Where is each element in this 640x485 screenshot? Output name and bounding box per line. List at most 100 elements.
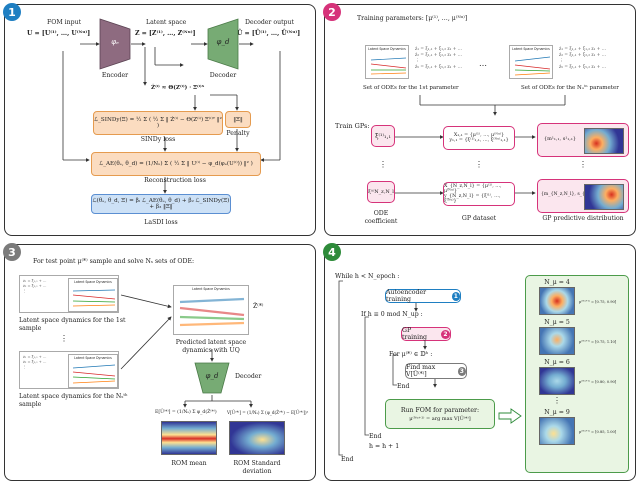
latent-space-label: Latent space <box>146 19 187 26</box>
phi-d-label: φ_d <box>216 38 230 46</box>
run-fom-text: Run FOM for parameter: <box>400 406 480 414</box>
sample-chart-first-title: Latent Space Dynamics <box>74 280 112 284</box>
ode-caption-last: Set of ODEs for the Nᵤᵗʰ parameter <box>521 85 619 91</box>
reconstruction-equation: ℒ_AE(θₑ, θ_d) = (1/Nᵤ) Σ ( ½ Σ ‖ U⁽ⁱ⁾ − … <box>99 161 253 167</box>
train-gps-label: Train GPs: <box>335 122 370 130</box>
gp-dataset-top: X₁,₁ = {μ⁽¹⁾, …, μ⁽ᴺᵘ⁾} y₁,₁ = {ξ⁽¹⁾₁,₁,… <box>443 126 515 150</box>
gp1-x: X₁,₁ = {μ⁽¹⁾, …, μ⁽ᴺᵘ⁾} <box>453 133 505 138</box>
sample-plot-first: ż₁ = ξ₁,₁ + …ż₂ = ξ₂,₁ + …⋮ Latent Space… <box>19 275 119 313</box>
badge-3: 3 <box>3 243 21 261</box>
z-definition: Z = [Z⁽¹⁾, …, Z⁽ᴺᵘ⁾] <box>135 30 196 37</box>
reconstruction-loss-box: ℒ_AE(θₑ, θ_d) = (1/Nᵤ) Σ ( ½ Σ ‖ U⁽ⁱ⁾ − … <box>91 152 261 176</box>
gp-training-box: GP training 2 <box>401 327 451 341</box>
result-mu-0: μ⁽ᴺᵘ⁺¹⁾ = [0.75, 0.90] <box>579 300 617 304</box>
decoder-output-label: Decoder output <box>245 19 294 26</box>
sindy-equation: ℒ_SINDy(Ξ) = ½ Σ ( ½ Σ ‖ Ż⁽ⁱ⁾ − Θ(Z⁽ⁱ⁾) … <box>94 117 222 129</box>
sample-chart-first: Latent Space Dynamics <box>68 278 118 312</box>
pred-vdots: ⋮ <box>579 160 587 169</box>
penalty-box: ‖Ξ‖ <box>225 111 251 128</box>
gp1-y: y₁,₁ = {ξ⁽¹⁾₁,₁, …, ξ⁽ᴺᵘ⁾₁,₁} <box>449 138 509 143</box>
result-n-1: N_μ = 5 <box>544 319 570 326</box>
badge-4: 4 <box>323 243 341 261</box>
gp-training-text: GP training <box>402 327 428 341</box>
coef-top-text: ξ⁽¹⁾₁,₁ <box>375 132 391 140</box>
ode-plot-last-title: Latent Space Dynamics <box>512 47 550 51</box>
ode-plot-first: Latent Space Dynamics <box>365 45 409 79</box>
if-line: If h ≡ 0 mod N_up : <box>361 311 423 318</box>
ode-eq-first: ż₁ = ξ₁,₁ + ξ₁,₂ z₁ + …ż₂ = ξ₂,₁ + ξ₂,₂ … <box>415 47 462 70</box>
result-n-0: N_μ = 4 <box>544 279 570 286</box>
decoder-label: Decoder <box>209 72 237 79</box>
pred-heatmap-top <box>584 128 624 154</box>
encoder-shape <box>99 18 131 70</box>
panel-2-gp-training: 2 Training parameters: [μ⁽¹⁾, …, μ⁽ᴺᵘ⁾] … <box>323 3 636 236</box>
gp-step-badge: 2 <box>441 329 450 339</box>
uhat-definition: Û = [Û⁽¹⁾, …, Û⁽ᴺᵘ⁾] <box>237 30 301 37</box>
end-while: End <box>341 456 354 463</box>
result-vdots: ⋮ <box>553 396 561 405</box>
fom-input-label: FOM input <box>47 19 82 26</box>
panel3-decoder-label: Decoder <box>235 373 262 380</box>
ode-ellipsis: … <box>479 59 487 68</box>
gp-pred-top: {m¹₁,₁, s¹₁,₁} <box>537 123 629 157</box>
end-inner: End <box>397 383 410 390</box>
rom-std-equation: V[Ũ⁽*⁾] = (1/Nₛ) Σ (φ_d(Ẑ⁽*⁾) − E[Ũ⁽*⁾])… <box>227 410 309 415</box>
sindy-loss-label: SINDy loss <box>140 136 176 143</box>
predicted-latent-plot: Latent Space Dynamics <box>173 285 249 335</box>
result-mu-2: μ⁽ᴺᵘ⁺¹⁾ = [0.80, 0.90] <box>579 380 617 384</box>
sample-eq-last: ż₁ = ξ₁,₁ + …ż₂ = ξ₂,₁ + …⋮ <box>23 355 47 369</box>
gp-dataset-label: GP dataset <box>461 215 497 222</box>
panel1-arrows <box>62 42 281 194</box>
result-plot-2 <box>539 367 575 395</box>
end-if: End <box>369 433 382 440</box>
lasdi-equation: ℒ(θₑ, θ_d, Ξ) = βₗ ℒ_AE(θₑ, θ_d) + β₂ ℒ_… <box>92 198 230 210</box>
sample-plot-last: ż₁ = ξ₁,₁ + …ż₂ = ξ₂,₁ + …⋮ Latent Space… <box>19 351 119 389</box>
result-plot-0 <box>539 287 575 315</box>
algorithm-brackets <box>338 280 522 456</box>
rom-std-plot <box>229 421 285 455</box>
h-update: h = h + 1 <box>369 443 400 450</box>
ae-training-text: Autoencoder training <box>386 289 427 303</box>
result-mu-3: μ⁽ᴺᵘ⁺¹⁾ = [0.85, 1.00] <box>579 430 617 434</box>
zdot-equation: Ż⁽ⁱ⁾ ≈ Θ(Z⁽ⁱ⁾) · Ξ⁽ⁱ⁾ᵀ <box>151 85 205 91</box>
coef-vdots: ⋮ <box>379 160 387 169</box>
predicted-latent-title: Latent Space Dynamics <box>192 287 230 291</box>
find-step-badge: 3 <box>457 366 466 376</box>
run-fom-box: Run FOM for parameter: μ⁽ᴺᵘ⁺¹⁾ = arg max… <box>385 399 495 429</box>
panel3-title: For test point μ⁽*⁾ sample and solve Nₛ … <box>33 258 195 265</box>
sindy-loss-box: ℒ_SINDy(Ξ) = ½ Σ ( ½ Σ ‖ Ż⁽ⁱ⁾ − Θ(Z⁽ⁱ⁾) … <box>93 111 223 135</box>
panel3-phi-d: φ_d <box>205 372 219 380</box>
gp-vdots: ⋮ <box>475 160 483 169</box>
panel2-arrows <box>395 95 566 195</box>
argmax-text: μ⁽ᴺᵘ⁺¹⁾ = arg max V[Ũ⁽*⁾] <box>409 415 471 422</box>
zhat-label: Ẑ⁽*⁾ <box>253 303 264 310</box>
gp-dataset-bottom: X_{N_z,N_l} = {μ⁽¹⁾, …, μ⁽ᴺᵘ⁾} y_{N_z,N_… <box>443 182 515 206</box>
panel-3-rom-uq: 3 For test point μ⁽*⁾ sample and solve N… <box>3 243 316 481</box>
result-n-3: N_μ = 9 <box>544 409 570 416</box>
ode-plot-first-title: Latent Space Dynamics <box>368 47 406 51</box>
panel3-arrows <box>120 294 253 408</box>
result-mu-1: μ⁽ᴺᵘ⁺¹⁾ = [0.75, 1.10] <box>579 340 617 344</box>
pred-bottom-text: {m_{N_z,N_l}, s_{N_z,N_l}} <box>541 192 609 197</box>
decoder-shape <box>207 18 239 70</box>
sample-chart-last-title: Latent Space Dynamics <box>74 356 112 360</box>
coef-box-bottom: ξ⁽ⁱ⁾N_z,N_l <box>367 181 395 203</box>
penalty-label: Penalty <box>226 130 250 137</box>
gp-pred-label: GP predictive distribution <box>542 215 624 222</box>
reconstruction-loss-label: Reconstruction loss <box>144 177 206 184</box>
rom-mean-plot <box>161 421 217 455</box>
panel-4-algorithm: 4 While h < N_epoch : Autoencoder traini… <box>323 243 636 481</box>
coef-box-top: ξ⁽¹⁾₁,₁ <box>371 125 395 147</box>
ode-eq-last: ż₁ = ξ₁,₁ + ξ₁,₂ z₁ + …ż₂ = ξ₂,₁ + ξ₂,₂ … <box>559 47 606 70</box>
while-line: While h < N_epoch : <box>335 273 400 280</box>
pred-heatmap-bottom <box>584 184 624 210</box>
ode-caption-first: Set of ODEs for the 1st parameter <box>363 85 459 91</box>
penalty-equation: ‖Ξ‖ <box>233 116 243 123</box>
gpN-x: X_{N_z,N_l} = {μ⁽¹⁾, …, μ⁽ᴺᵘ⁾} <box>444 184 502 194</box>
gpN-y: y_{N_z,N_l} = {ξ⁽¹⁾, …, ξ⁽ᴺᵘ⁾} <box>444 194 501 204</box>
ode-plot-last: Latent Space Dynamics <box>509 45 553 79</box>
